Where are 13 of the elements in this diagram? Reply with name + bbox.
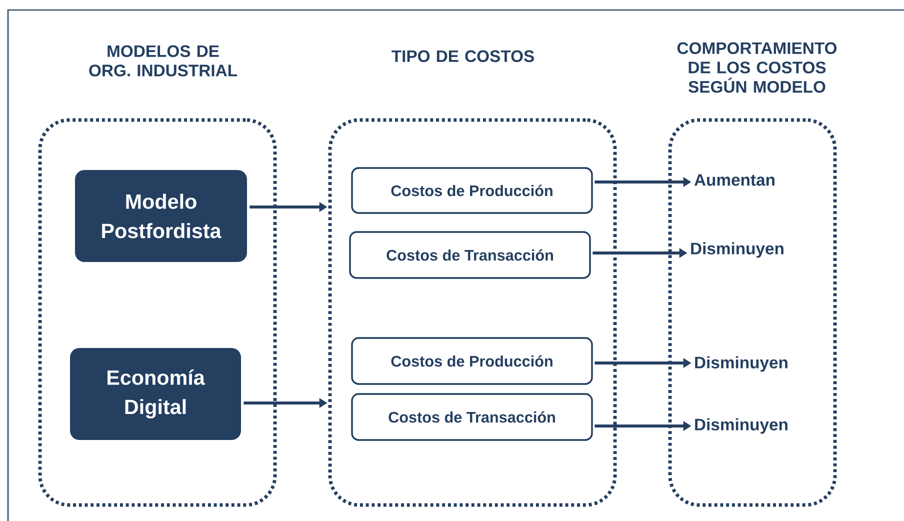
model-box: Economía Digital [70,348,241,440]
cost-box: Costos de Producción [351,167,593,214]
result-text: Disminuyen [695,418,788,434]
cost-box: Costos de Producción [351,337,593,385]
result-text: Aumentan [694,174,774,186]
result-text: Disminuyen [691,242,784,258]
result-text: Disminuyen [695,356,788,372]
cost-box: Costos de Transacción [351,393,593,441]
column-heading: COMPORTAMIENTO DE LOS COSTOS SEGÚN MODELO [677,42,837,93]
column-heading: MODELOS DE ORG. INDUSTRIAL [89,45,238,76]
model-box: Modelo Postfordista [75,170,247,262]
cost-box: Costos de Transacción [349,231,591,279]
column-heading: TIPO DE COSTOS [392,50,534,62]
